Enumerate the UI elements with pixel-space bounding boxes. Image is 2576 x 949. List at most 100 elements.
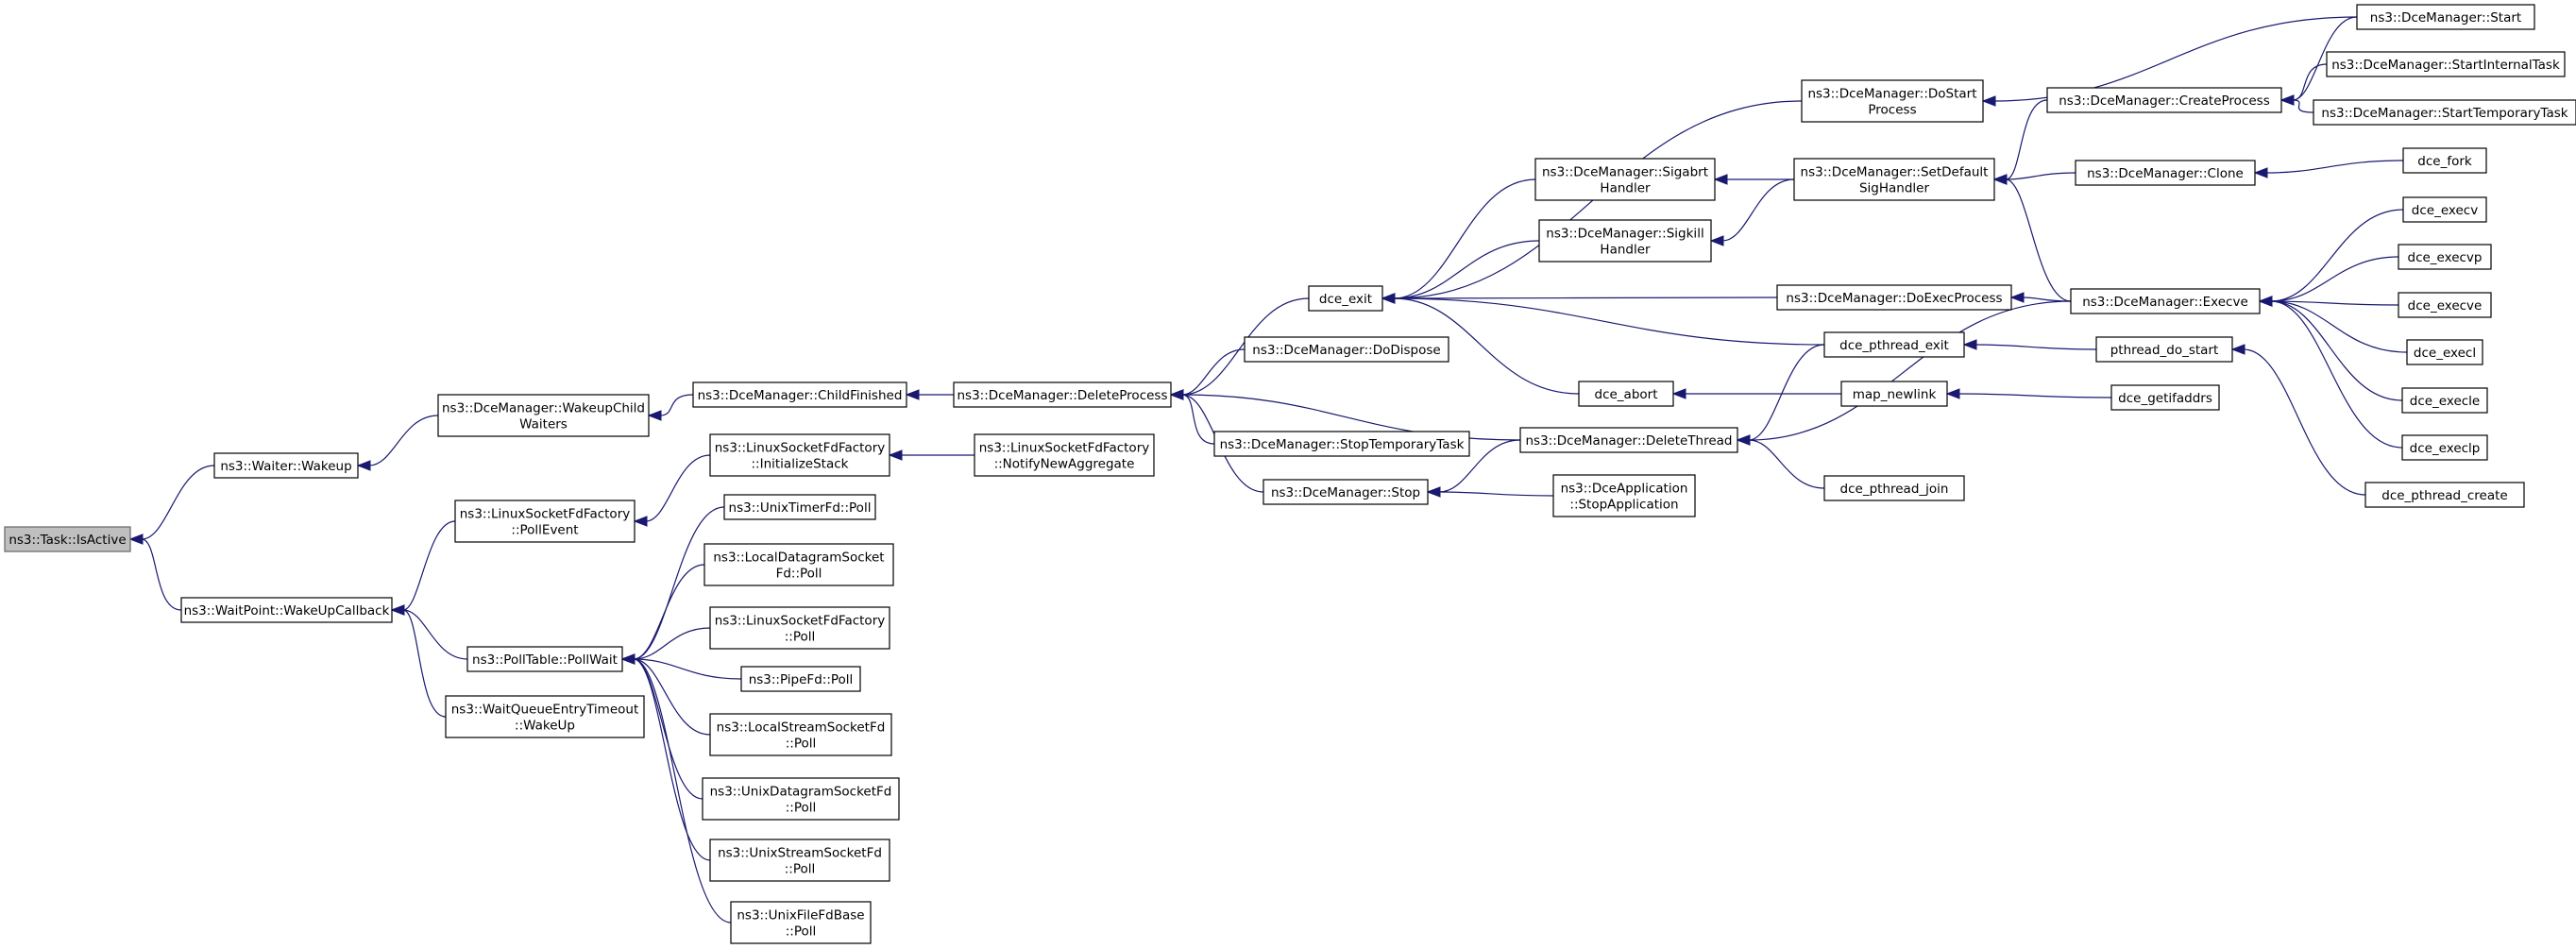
node-box[interactable] [2401, 434, 2488, 461]
node-unixfilefdbase_poll[interactable]: ns3::UnixFileFdBase::Poll [730, 901, 872, 944]
node-unixstreamsocketfd_poll[interactable]: ns3::UnixStreamSocketFd::Poll [709, 839, 890, 882]
node-box[interactable] [2402, 196, 2487, 223]
node-dcemanager_startinternaltask[interactable]: ns3::DceManager::StartInternalTask [2326, 51, 2566, 77]
node-waitqueueentrytimeout_wakeup[interactable]: ns3::WaitQueueEntryTimeout::WakeUp [445, 695, 645, 738]
node-box[interactable] [2398, 292, 2492, 318]
node-box[interactable] [723, 494, 876, 520]
node-box[interactable] [2326, 51, 2566, 77]
node-linuxsocketfdfactory_initializestack[interactable]: ns3::LinuxSocketFdFactory::InitializeSta… [709, 433, 890, 477]
node-box[interactable] [2356, 4, 2535, 30]
node-dceapplication_stopapplication[interactable]: ns3::DceApplication::StopApplication [1552, 474, 1696, 517]
node-pthread_do_start[interactable]: pthread_do_start [2095, 336, 2233, 363]
node-map_newlink[interactable]: map_newlink [1840, 381, 1948, 407]
node-box[interactable] [2070, 288, 2261, 314]
node-box[interactable] [2406, 339, 2483, 365]
node-box[interactable] [454, 500, 636, 543]
node-box[interactable] [1823, 331, 1965, 358]
node-box[interactable] [1552, 474, 1696, 517]
node-linuxsocketfdfactory_poll[interactable]: ns3::LinuxSocketFdFactory::Poll [709, 606, 890, 650]
node-dce_execlp[interactable]: dce_execlp [2401, 434, 2488, 461]
node-box[interactable] [1244, 336, 1449, 363]
node-box[interactable] [1263, 479, 1429, 505]
node-task_isactive[interactable]: ns3::Task::IsActive [4, 526, 131, 552]
node-box[interactable] [1801, 79, 1984, 123]
node-box[interactable] [2398, 244, 2492, 270]
node-box[interactable] [730, 901, 872, 944]
node-box[interactable] [437, 394, 650, 437]
node-box[interactable] [2401, 387, 2488, 414]
node-box[interactable] [702, 777, 900, 821]
node-box[interactable] [1578, 381, 1674, 407]
node-box[interactable] [2402, 147, 2487, 174]
node-dce_execv[interactable]: dce_execv [2402, 196, 2487, 223]
node-box[interactable] [709, 839, 890, 882]
node-linuxsocketfdfactory_pollevent[interactable]: ns3::LinuxSocketFdFactory::PollEvent [454, 500, 636, 543]
node-box[interactable] [2313, 99, 2576, 126]
node-box[interactable] [1538, 219, 1712, 263]
node-dcemanager_deleteprocess[interactable]: ns3::DceManager::DeleteProcess [953, 381, 1172, 408]
node-box[interactable] [703, 543, 894, 586]
node-box[interactable] [953, 381, 1172, 408]
node-dce_execvp[interactable]: dce_execvp [2398, 244, 2492, 270]
node-dce_fork[interactable]: dce_fork [2402, 147, 2487, 174]
node-box[interactable] [2046, 87, 2282, 113]
node-dcemanager_execve[interactable]: ns3::DceManager::Execve [2070, 288, 2261, 314]
node-unixdatagramsocketfd_poll[interactable]: ns3::UnixDatagramSocketFd::Poll [702, 777, 900, 821]
node-dce_abort[interactable]: dce_abort [1578, 381, 1674, 407]
node-box[interactable] [1793, 158, 1995, 201]
node-dcemanager_childfinished[interactable]: ns3::DceManager::ChildFinished [692, 381, 907, 408]
node-dcemanager_doexecprocess[interactable]: ns3::DceManager::DoExecProcess [1776, 284, 2012, 311]
node-dcemanager_dodispose[interactable]: ns3::DceManager::DoDispose [1244, 336, 1449, 363]
node-dcemanager_start[interactable]: ns3::DceManager::Start [2356, 4, 2535, 30]
node-dce_execve[interactable]: dce_execve [2398, 292, 2492, 318]
node-box[interactable] [2095, 336, 2233, 363]
node-box[interactable] [974, 433, 1155, 477]
node-dcemanager_starttemporarytask[interactable]: ns3::DceManager::StartTemporaryTask [2313, 99, 2576, 126]
node-dcemanager_stoptemporarytask[interactable]: ns3::DceManager::StopTemporaryTask [1213, 431, 1470, 457]
node-box[interactable] [2110, 384, 2220, 411]
node-box[interactable] [1519, 427, 1738, 453]
node-box[interactable] [213, 452, 359, 479]
node-box[interactable] [1308, 285, 1383, 312]
node-linuxsocketfdfactory_notifynewaggregate[interactable]: ns3::LinuxSocketFdFactory::NotifyNewAggr… [974, 433, 1155, 477]
node-dce_exit[interactable]: dce_exit [1308, 285, 1383, 312]
node-box[interactable] [4, 526, 131, 552]
node-dcemanager_clone[interactable]: ns3::DceManager::Clone [2075, 160, 2256, 186]
node-box[interactable] [180, 597, 393, 623]
node-localstreamsocketfd_poll[interactable]: ns3::LocalStreamSocketFd::Poll [709, 713, 892, 756]
node-box[interactable] [1534, 158, 1716, 201]
node-dcemanager_stop[interactable]: ns3::DceManager::Stop [1263, 479, 1429, 505]
node-box[interactable] [1213, 431, 1470, 457]
node-waitpoint_wakeupcallback[interactable]: ns3::WaitPoint::WakeUpCallback [180, 597, 393, 623]
node-box[interactable] [1823, 475, 1965, 501]
node-waiter_wakeup[interactable]: ns3::Waiter::Wakeup [213, 452, 359, 479]
node-box[interactable] [1840, 381, 1948, 407]
node-unixtimerfd_poll[interactable]: ns3::UnixTimerFd::Poll [723, 494, 876, 520]
node-pipefd_poll[interactable]: ns3::PipeFd::Poll [740, 666, 861, 692]
node-dce_execl[interactable]: dce_execl [2406, 339, 2483, 365]
node-dce_pthread_join[interactable]: dce_pthread_join [1823, 475, 1965, 501]
node-box[interactable] [1776, 284, 2012, 311]
node-box[interactable] [2364, 482, 2525, 508]
node-box[interactable] [709, 713, 892, 756]
node-box[interactable] [692, 381, 907, 408]
node-dcemanager_createprocess[interactable]: ns3::DceManager::CreateProcess [2046, 87, 2282, 113]
node-dce_getifaddrs[interactable]: dce_getifaddrs [2110, 384, 2220, 411]
node-box[interactable] [740, 666, 861, 692]
node-dcemanager_deletethread[interactable]: ns3::DceManager::DeleteThread [1519, 427, 1738, 453]
node-box[interactable] [2075, 160, 2256, 186]
node-box[interactable] [445, 695, 645, 738]
node-polltable_pollwait[interactable]: ns3::PollTable::PollWait [466, 646, 623, 672]
node-box[interactable] [709, 606, 890, 650]
node-dce_execle[interactable]: dce_execle [2401, 387, 2488, 414]
node-dce_pthread_create[interactable]: dce_pthread_create [2364, 482, 2525, 508]
node-box[interactable] [709, 433, 890, 477]
node-dce_pthread_exit[interactable]: dce_pthread_exit [1823, 331, 1965, 358]
node-box[interactable] [466, 646, 623, 672]
